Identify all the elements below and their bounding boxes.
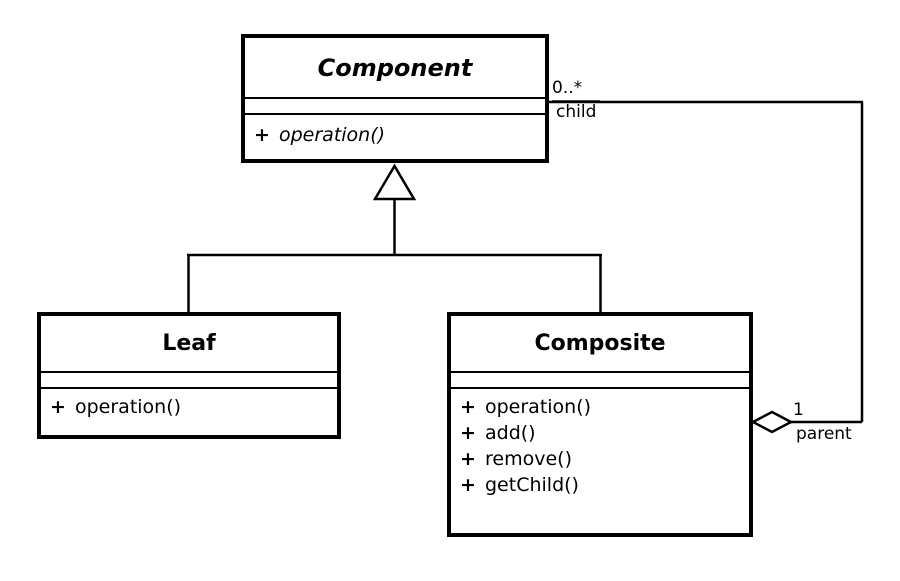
operation-row: + remove(): [451, 448, 749, 474]
operation-name: add(): [485, 422, 536, 444]
compartment-separator: [451, 371, 749, 373]
compartment-separator: [41, 371, 337, 373]
operations-compartment-component: + operation(): [245, 115, 545, 152]
operation-name: operation(): [485, 396, 592, 418]
operation-row: + operation(): [245, 124, 545, 146]
generalization-tree: [187, 163, 602, 313]
generalization-arrowhead-icon: [372, 163, 417, 201]
attributes-compartment-component: [245, 99, 545, 113]
operation-name: getChild(): [485, 474, 579, 496]
association-role-parent: parent: [796, 424, 852, 444]
visibility-marker: +: [460, 474, 476, 496]
association-role-child: child: [556, 102, 597, 122]
operation-row: + add(): [451, 422, 749, 448]
operation-name: remove(): [485, 448, 572, 470]
visibility-marker: +: [50, 396, 66, 418]
operation-name: operation(): [75, 396, 182, 418]
aggregation-diamond-icon: [750, 410, 794, 434]
operations-compartment-leaf: + operation(): [41, 389, 337, 424]
visibility-marker: +: [254, 124, 270, 146]
operation-row: + operation(): [41, 396, 337, 418]
association-multiplicity-child: 0..*: [552, 78, 583, 98]
class-name-leaf: Leaf: [162, 331, 216, 356]
class-name-component: Component: [317, 54, 473, 82]
compartment-separator: [451, 387, 749, 389]
attributes-compartment-leaf: [41, 373, 337, 387]
association-multiplicity-parent: 1: [793, 400, 804, 420]
compartment-separator: [245, 97, 545, 99]
operations-compartment-composite: + operation() + add() + remove() + getCh…: [451, 389, 749, 506]
operation-name: operation(): [279, 124, 386, 146]
class-box-composite[interactable]: Composite + operation() + add() + remove…: [447, 312, 753, 537]
operation-row: + getChild(): [451, 474, 749, 500]
class-name-composite: Composite: [534, 331, 666, 356]
attributes-compartment-composite: [451, 373, 749, 387]
visibility-marker: +: [460, 422, 476, 444]
compartment-separator: [245, 113, 545, 115]
operation-row: + operation(): [451, 396, 749, 422]
compartment-separator: [41, 387, 337, 389]
visibility-marker: +: [460, 448, 476, 470]
visibility-marker: +: [460, 396, 476, 418]
class-box-component[interactable]: Component + operation(): [241, 34, 549, 163]
class-box-leaf[interactable]: Leaf + operation(): [37, 312, 341, 439]
